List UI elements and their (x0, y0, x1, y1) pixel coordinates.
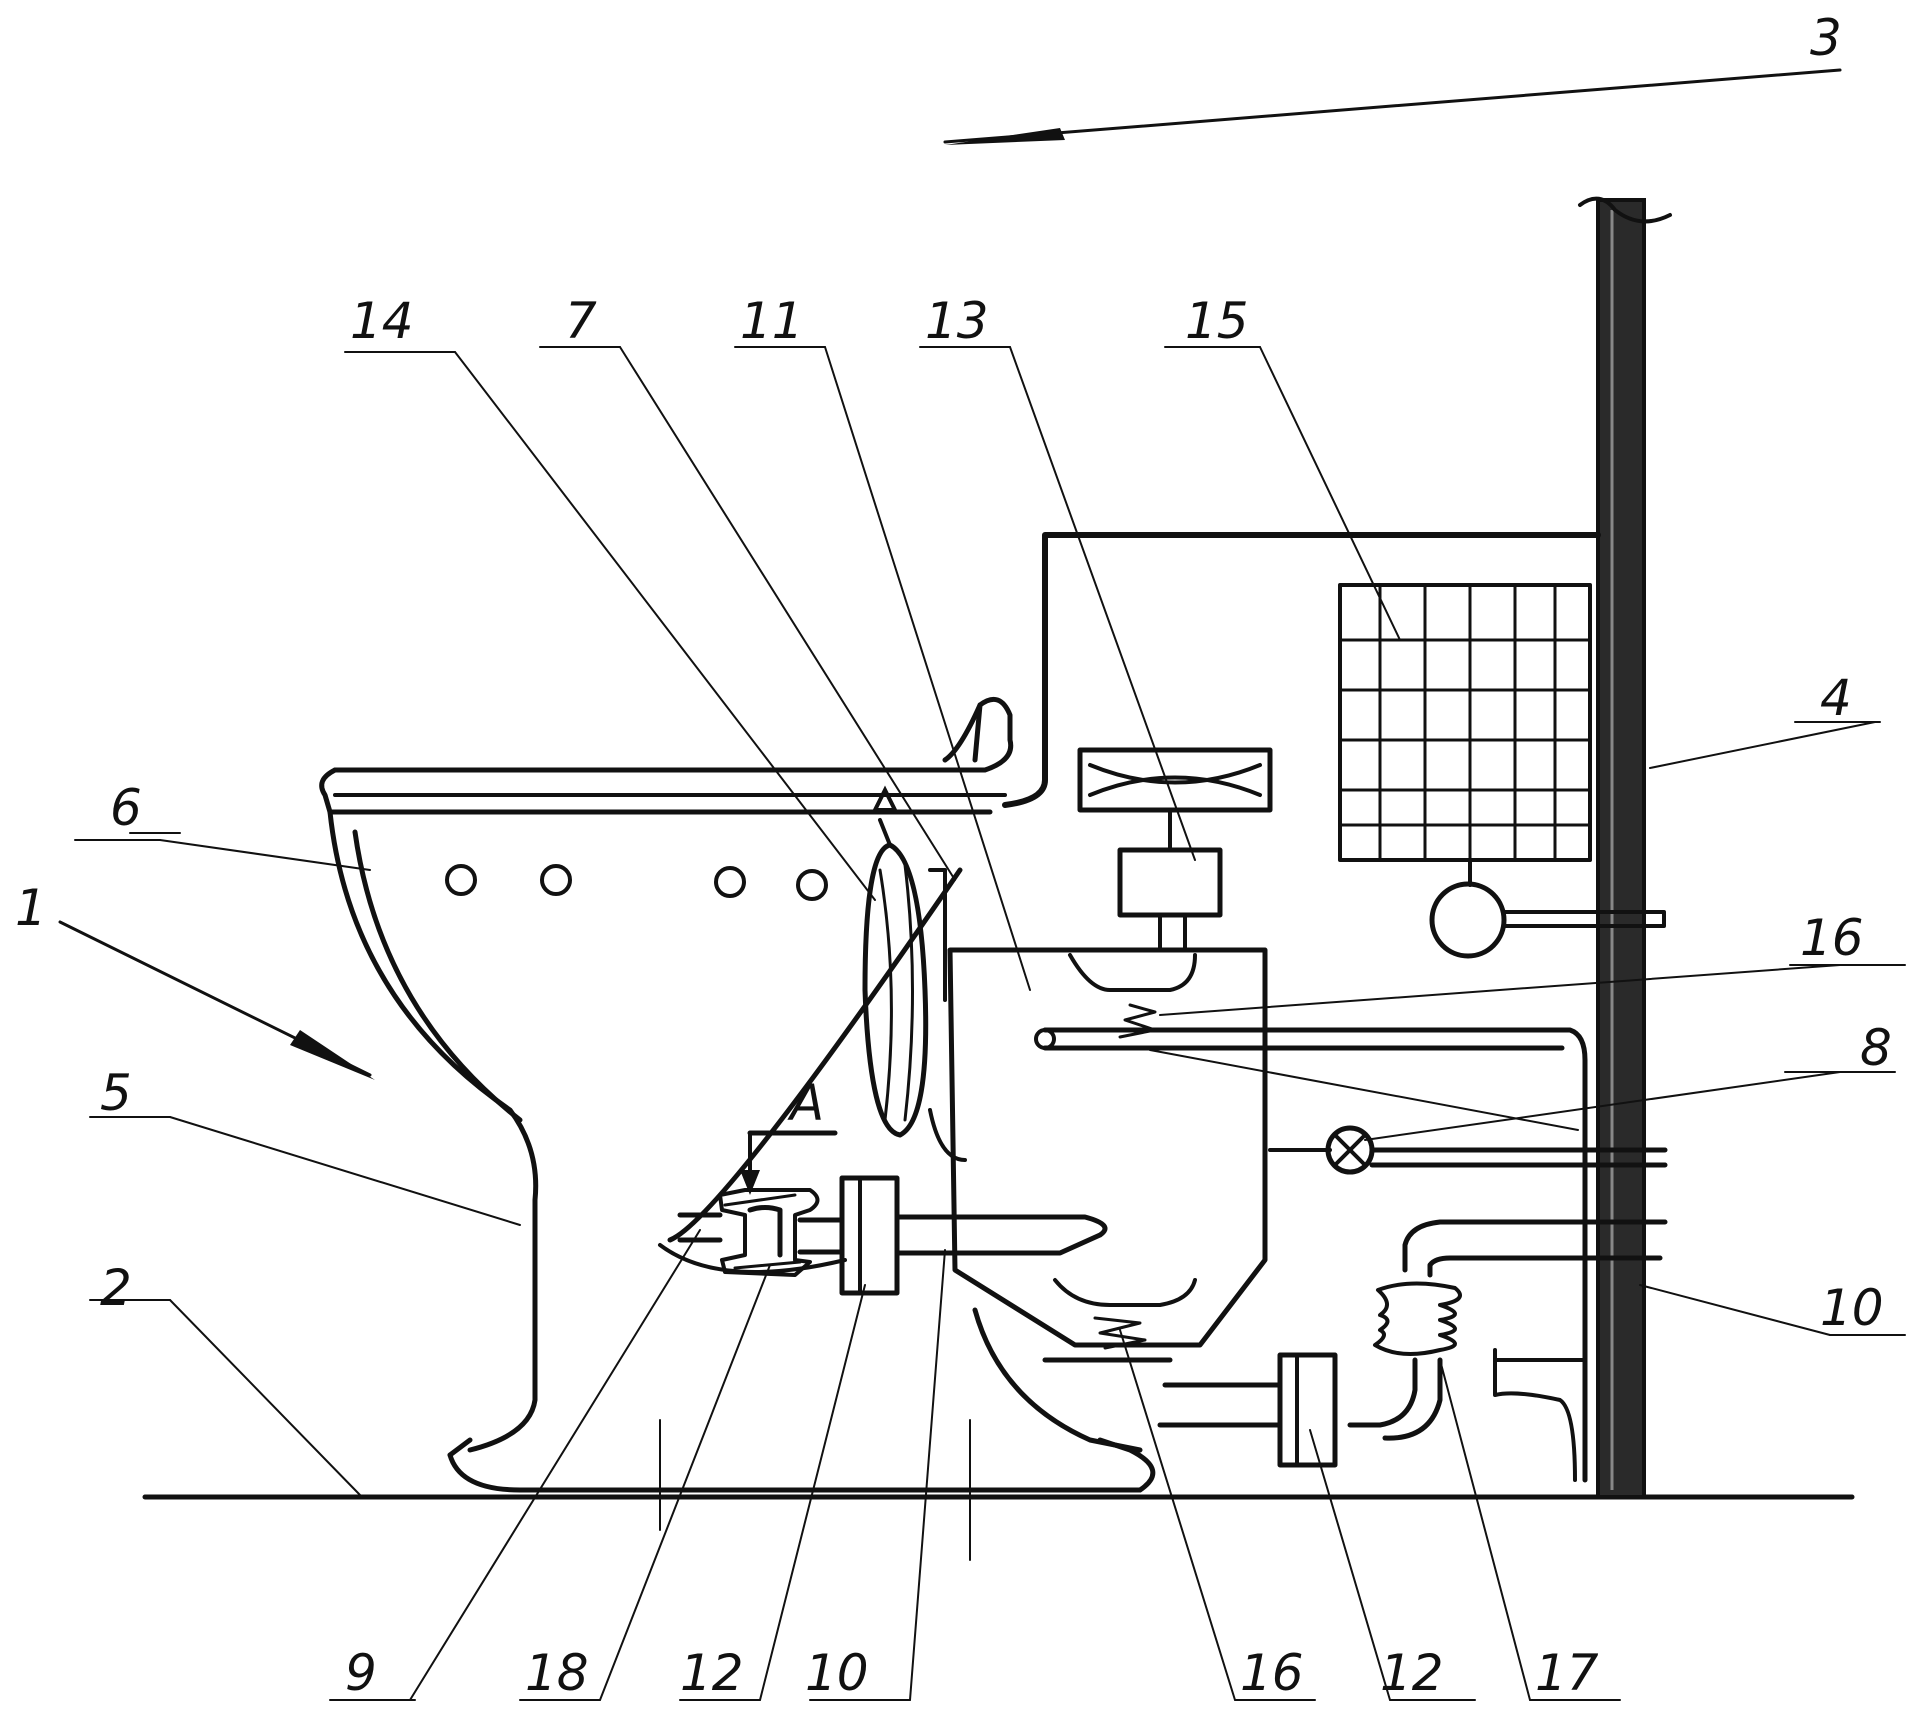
label-13: 13 (925, 292, 989, 350)
actuator-13 (1077, 747, 1273, 950)
label-12-right: 12 (1380, 1644, 1444, 1702)
label-9: 9 (345, 1644, 377, 1702)
base-marks (659, 1348, 1587, 1561)
label-5: 5 (100, 1064, 132, 1122)
label-1: 1 (15, 879, 47, 937)
bellows-17 (1347, 1281, 1462, 1441)
number-labels: 1 2 3 4 5 6 7 8 9 10 10 11 12 12 13 14 1… (15, 9, 1892, 1702)
solar-panel (1338, 583, 1592, 887)
label-2: 2 (100, 1259, 132, 1317)
label-4: 4 (1820, 669, 1852, 727)
label-3: 3 (1810, 9, 1842, 67)
label-10-right: 10 (1820, 1279, 1884, 1337)
label-17: 17 (1535, 1644, 1599, 1702)
label-18: 18 (525, 1644, 589, 1702)
label-7: 7 (565, 292, 597, 350)
label-14: 14 (350, 292, 414, 350)
label-12-left: 12 (680, 1644, 744, 1702)
wall (1578, 196, 1672, 1499)
drain-pipe-left (677, 1175, 1108, 1296)
toilet-bowl (327, 809, 1156, 1493)
label-16-bottom: 16 (1240, 1644, 1304, 1702)
toilet-seat (319, 696, 1014, 815)
label-10-bottom: 10 (805, 1644, 869, 1702)
chamber-11 (947, 947, 1588, 1483)
label-8: 8 (1860, 1019, 1892, 1077)
arrow-1 (58, 920, 375, 1080)
label-16-right: 16 (1800, 909, 1864, 967)
gauge (1429, 881, 1666, 959)
tank-outline (1002, 532, 1601, 808)
section-a-label: A (787, 1074, 824, 1132)
flush-lever-14 (862, 785, 967, 1162)
leader-lines (74, 346, 1906, 1701)
lower-chamber (972, 1278, 1283, 1453)
label-11: 11 (740, 292, 804, 350)
arrow-3 (943, 68, 1842, 145)
section-mark-a: A (740, 1074, 838, 1195)
label-6: 6 (110, 779, 142, 837)
coupling-12-right (1277, 1352, 1338, 1468)
label-15: 15 (1185, 292, 1249, 350)
outlet-pipe (1402, 1219, 1668, 1278)
clamp-18 (718, 1188, 820, 1277)
pipe-10-valve-8 (1268, 1125, 1668, 1175)
